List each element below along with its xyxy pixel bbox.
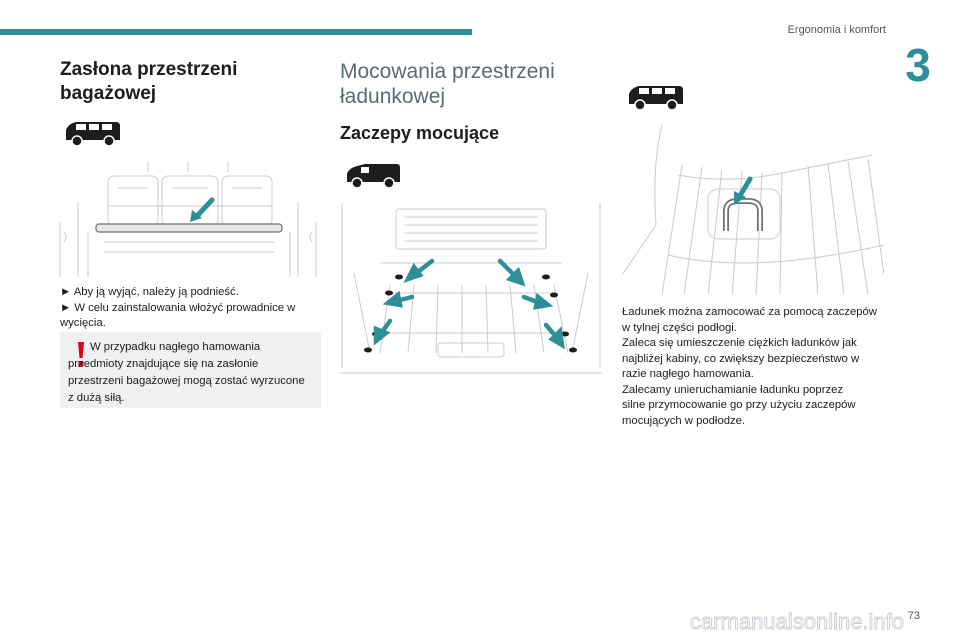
instruction-install: ► W celu zainstalowania włożyć prowadnic… [60, 301, 296, 314]
subtitle-anchor-rings: Zaczepy mocujące [340, 123, 500, 143]
paragraph-line: razie nagłego hamowania. [622, 368, 754, 380]
cargo-floor-illustration [340, 203, 602, 375]
minivan-icon [629, 86, 683, 111]
section-title-cargo-anchoring: Mocowania przestrzeni ładunkowej [340, 59, 555, 109]
chapter-number: 3 [905, 39, 931, 91]
title-line: ładunkowej [340, 85, 446, 108]
warning-text: W przypadku nagłego hamowania przedmioty… [68, 341, 305, 404]
paragraph-line: Ładunek można zamocować za pomocą zaczep… [622, 306, 877, 318]
minivan-icon [66, 122, 120, 147]
paragraph-line: silne przymocowanie go przy użyciu zacze… [622, 399, 856, 411]
instruction-install-cont: wycięcia. [60, 317, 106, 329]
warning-exclamation-icon [78, 342, 84, 366]
instructions: ► Aby ją wyjąć, należy ją podnieść. ► W … [60, 285, 324, 332]
section-header: Ergonomia i komfort [787, 24, 886, 36]
watermark-text: carmanualsonline.info [690, 609, 904, 634]
cargo-anchoring-paragraph: Ładunek można zamocować za pomocą zaczep… [622, 305, 892, 429]
paragraph-line: najbliżej kabiny, co zwiększy bezpieczeń… [622, 352, 860, 365]
floor-anchor-ring-illustration [622, 125, 884, 297]
paragraph-line: Zaleca się umieszczenie ciężkich ładunkó… [622, 337, 857, 349]
instruction-remove: ► Aby ją wyjąć, należy ją podnieść. [60, 286, 239, 298]
watermark: carmanualsonline.info [690, 609, 904, 635]
luggage-cover-illustration [58, 162, 320, 277]
page-number: 73 [907, 610, 920, 622]
title-line: Mocowania przestrzeni [340, 60, 555, 83]
van-icon [347, 164, 400, 189]
paragraph-line: w tylnej części podłogi. [622, 321, 737, 334]
paragraph-line: Zalecamy unieruchamianie ładunku poprzez [622, 383, 844, 396]
paragraph-line: mocujących w podłodze. [622, 414, 746, 427]
warning-box: W przypadku nagłego hamowania przedmioty… [60, 332, 321, 408]
title-line: Zasłona przestrzeni [60, 59, 238, 80]
header-accent-bar [0, 29, 472, 35]
title-line: bagażowej [60, 83, 157, 104]
section-title-luggage-cover: Zasłona przestrzeni bagażowej [60, 58, 237, 106]
